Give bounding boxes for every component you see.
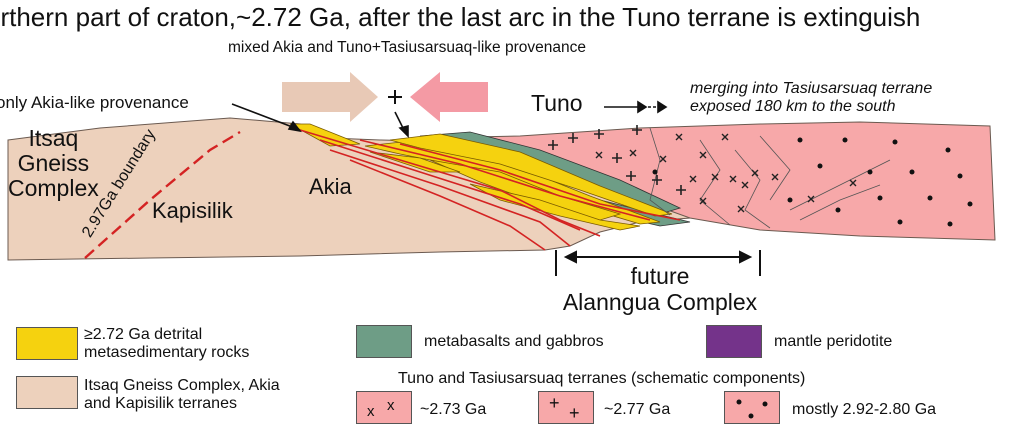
legend-gneiss-line1: Itsaq Gneiss Complex, Akia xyxy=(84,377,280,394)
dot-pattern-icon xyxy=(736,399,768,419)
x-symbol-icon: x xyxy=(387,397,395,414)
plus-symbol-icon: + xyxy=(569,403,580,423)
tan-arrow xyxy=(282,72,378,122)
legend-dot-swatch xyxy=(724,391,780,424)
legend-x-age: ~2.73 Ga xyxy=(420,401,487,418)
merging-note-line1: merging into Tasiusarsuaq terrane xyxy=(690,80,933,97)
diagram-title: orthern part of craton,~2.72 Ga, after t… xyxy=(0,2,921,32)
akia-label: Akia xyxy=(309,174,352,199)
fault-lines xyxy=(299,129,681,251)
legend-gneiss-swatch xyxy=(16,376,78,409)
merging-note-line2: exposed 180 km to the south xyxy=(690,98,896,115)
x-symbol-icon: x xyxy=(367,403,375,420)
legend-dot-age: mostly 2.92-2.80 Ga xyxy=(792,401,937,418)
plus-symbol-icon: + xyxy=(549,393,560,413)
itsaq-line3: Complex xyxy=(8,175,99,201)
x-symbols xyxy=(595,133,857,213)
future-span xyxy=(555,250,761,276)
plus-marker xyxy=(388,90,402,104)
merging-note: merging into Tasiusarsuaq terrane expose… xyxy=(690,80,932,116)
legend-gneiss-label: Itsaq Gneiss Complex, Akia and Kapisilik… xyxy=(84,377,280,413)
legend-metabasalt-label: metabasalts and gabbros xyxy=(424,333,604,350)
legend-tuno-header: Tuno and Tasiusarsuaq terranes (schemati… xyxy=(398,370,806,387)
legend-detrital-label: ≥2.72 Ga detrital metasedimentary rocks xyxy=(84,326,249,362)
future-label-line1: future xyxy=(630,263,690,289)
itsaq-line2: Gneiss xyxy=(17,150,90,176)
future-label-line2: Alanngua Complex xyxy=(562,289,758,315)
itsaq-line1: Itsaq xyxy=(28,125,79,151)
legend-detrital-line2: metasedimentary rocks xyxy=(84,344,250,361)
tuno-label: Tuno xyxy=(531,90,583,116)
legend-detrital-line1: ≥2.72 Ga detrital xyxy=(84,326,203,343)
only-akia-label: only Akia-like provenance xyxy=(0,93,189,112)
legend-metabasalt-swatch xyxy=(356,325,412,358)
dot-symbols xyxy=(652,137,973,227)
pink-arrow xyxy=(410,72,488,122)
provenance-note: mixed Akia and Tuno+Tasiusarsuaq-like pr… xyxy=(227,39,586,56)
itsaq-label: Itsaq Gneiss Complex xyxy=(8,126,99,201)
future-alanngua-label: future Alanngua Complex xyxy=(560,263,760,315)
boundary-line xyxy=(84,130,241,259)
legend-detrital-swatch xyxy=(16,327,78,360)
pointer-arrows xyxy=(231,100,668,138)
legend-x-swatch: x x xyxy=(356,391,412,424)
plus-symbols xyxy=(548,125,686,195)
legend-peridotite-swatch xyxy=(706,325,762,358)
kapisilik-label: Kapisilik xyxy=(152,198,233,223)
legend-gneiss-line2: and Kapisilik terranes xyxy=(84,395,237,412)
legend-peridotite-label: mantle peridotite xyxy=(774,333,893,350)
legend-plus-age: ~2.77 Ga xyxy=(604,401,671,418)
legend-plus-swatch: + + xyxy=(538,391,594,424)
